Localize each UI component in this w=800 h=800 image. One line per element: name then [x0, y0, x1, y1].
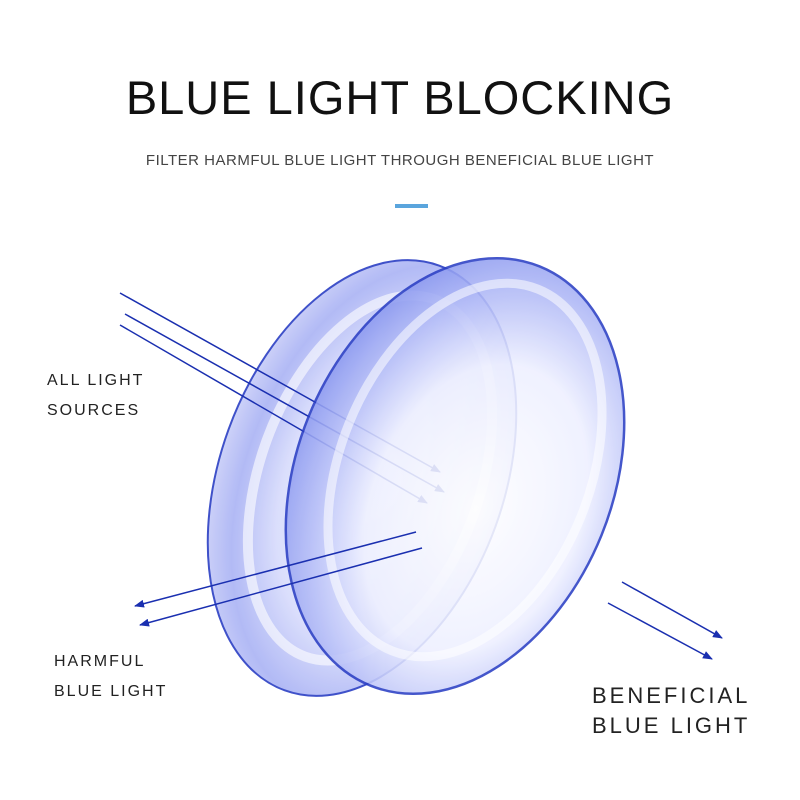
- beneficial-light-arrows: [607, 581, 723, 660]
- front-lens: [284, 257, 626, 695]
- label-line: HARMFUL: [54, 653, 146, 670]
- label-line: BLUE LIGHT: [54, 683, 168, 700]
- accent-divider: [395, 204, 428, 208]
- page-subtitle: FILTER HARMFUL BLUE LIGHT THROUGH BENEFI…: [145, 152, 655, 169]
- label-line: ALL LIGHT: [47, 372, 145, 389]
- label-line: SOURCES: [47, 402, 141, 419]
- all-light-label: ALL LIGHT SOURCES: [47, 366, 144, 426]
- label-line: BLUE LIGHT: [592, 713, 751, 738]
- beneficial-label: BENEFICIAL BLUE LIGHT: [592, 681, 750, 741]
- harmful-label: HARMFUL BLUE LIGHT: [54, 647, 167, 707]
- harmful-light-arrows: [134, 531, 423, 627]
- page-title: BLUE LIGHT BLOCKING: [125, 71, 675, 124]
- label-line: BENEFICIAL: [592, 683, 751, 708]
